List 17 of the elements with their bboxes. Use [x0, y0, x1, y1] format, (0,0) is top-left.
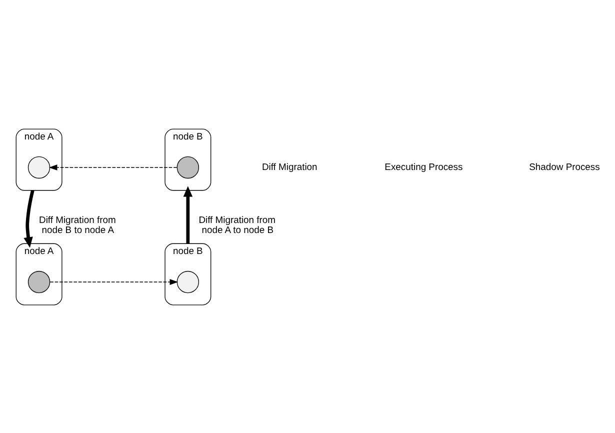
arrow	[48, 164, 178, 170]
node-circle	[176, 270, 200, 293]
arrow	[183, 186, 193, 244]
node-circle	[28, 270, 50, 293]
cluster: node B	[164, 128, 212, 190]
arrow	[24, 190, 34, 248]
legend-label: Diff Migration	[262, 160, 318, 172]
cluster: node B	[164, 242, 212, 305]
legend-label: Executing Process	[384, 160, 463, 172]
edge-label: Diff Migration from node A to node B	[198, 213, 276, 234]
arrow	[50, 278, 178, 284]
node-circle	[176, 156, 200, 178]
legend-label: Shadow Process	[529, 160, 600, 172]
edge-label: Diff Migration from node B to node A	[39, 213, 116, 234]
cluster: node A	[16, 242, 62, 305]
node-circle	[28, 156, 50, 178]
cluster: node A	[16, 128, 62, 190]
